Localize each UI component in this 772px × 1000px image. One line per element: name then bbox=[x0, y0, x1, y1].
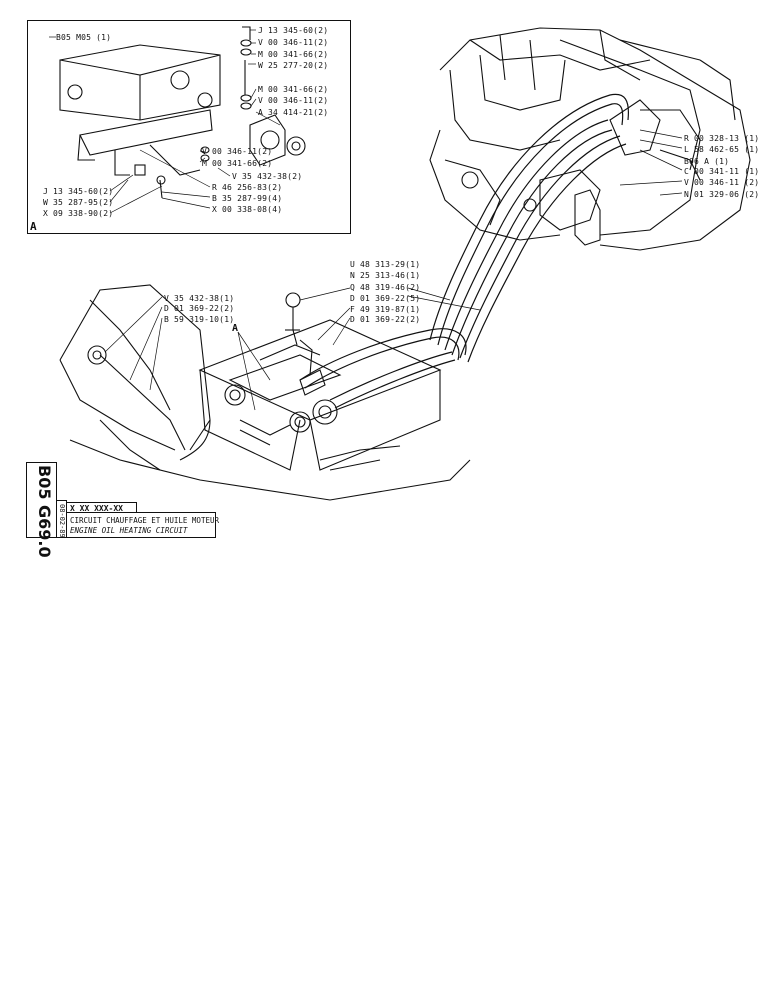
inset-letter: A bbox=[30, 220, 37, 233]
part-label: M 00 341-66(2) bbox=[202, 159, 273, 168]
inset-drawing bbox=[59, 26, 306, 199]
part-label: X 00 338-08(4) bbox=[212, 205, 283, 214]
part-label: N 25 313-46(1) bbox=[350, 271, 421, 280]
part-label: D 01 369-22(2) bbox=[350, 315, 421, 324]
part-label: M 00 341-66(2) bbox=[258, 50, 329, 59]
part-label: B 59 319-10(1) bbox=[164, 315, 235, 324]
part-label: R 00 328-13 (1) bbox=[684, 134, 760, 143]
part-label: L 58 462-65 (1) bbox=[684, 145, 760, 154]
part-label: F 49 319-87(1) bbox=[350, 305, 421, 314]
callout-a-label: A bbox=[232, 323, 239, 334]
drawing-code: B05 G69.0 bbox=[35, 465, 54, 558]
part-label: R 46 256-83(2) bbox=[212, 183, 283, 192]
part-label: D 01 369-22(2) bbox=[164, 304, 235, 313]
part-label: V 35 432-38(1) bbox=[164, 294, 235, 303]
part-label: W 25 277-20(2) bbox=[258, 61, 329, 70]
drawing-date: 08-02-89 bbox=[58, 504, 66, 538]
part-label: N 01 329-06 (2) bbox=[684, 190, 760, 199]
part-label: W 35 287-95(2) bbox=[43, 198, 114, 207]
part-label: U 48 313-29(1) bbox=[350, 260, 421, 269]
dashboard-drawing bbox=[59, 284, 471, 501]
heater-box-drawing bbox=[198, 292, 442, 471]
part-label: V 00 346-11(2) bbox=[258, 96, 329, 105]
part-label: A 34 414-21(2) bbox=[258, 108, 329, 117]
title-french: CIRCUIT CHAUFFAGE ET HUILE MOTEUR bbox=[70, 516, 220, 525]
inset-detail-frame bbox=[27, 20, 351, 234]
part-label: V 00 346-11 (2) bbox=[684, 178, 760, 187]
part-label: B06 A (1) bbox=[684, 157, 730, 166]
part-label: M 00 341-66(2) bbox=[258, 85, 329, 94]
part-label: V 00 346-11(2) bbox=[258, 38, 329, 47]
inset-ref-label: B05 M05 (1) bbox=[56, 33, 112, 42]
title-block-frame bbox=[26, 462, 216, 538]
engine-drawing bbox=[429, 27, 751, 251]
hose-lines bbox=[299, 93, 630, 409]
part-label: J 13 345-60(2) bbox=[258, 26, 329, 35]
part-label: V 00 346-11(2) bbox=[202, 147, 273, 156]
part-label: J 13 345-60(2) bbox=[43, 187, 114, 196]
part-label: V 35 432-38(2) bbox=[232, 172, 303, 181]
title-block: B05 G69.0 08-02-89 X XX XXX-XX CIRCUIT C… bbox=[26, 462, 220, 558]
drawing-ref: X XX XXX-XX bbox=[70, 504, 123, 513]
part-label: X 09 338-90(2) bbox=[43, 209, 114, 218]
title-english: ENGINE OIL HEATING CIRCUIT bbox=[70, 526, 188, 535]
part-label: Q 48 319-46(2) bbox=[350, 283, 421, 292]
part-label: B 35 287-99(4) bbox=[212, 194, 283, 203]
part-label: C 00 341-11 (1) bbox=[684, 167, 760, 176]
part-label: D 01 369-22(5) bbox=[350, 294, 421, 303]
